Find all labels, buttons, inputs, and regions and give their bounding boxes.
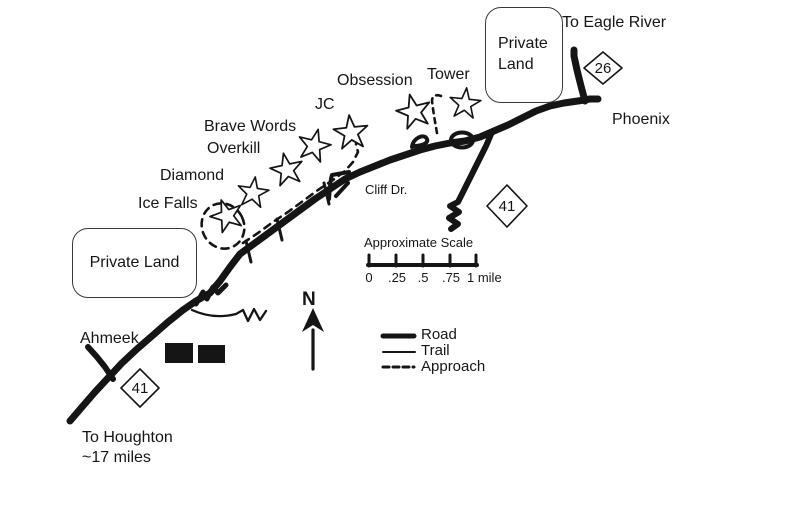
legend-approach-label: Approach bbox=[421, 358, 486, 375]
scale-tick-0: 0 bbox=[365, 270, 373, 285]
legend-trail-label: Trail bbox=[421, 342, 450, 359]
phoenix-loop bbox=[449, 130, 475, 150]
road-squiggle bbox=[193, 282, 229, 307]
ahmeek-spur-road bbox=[85, 344, 116, 382]
building-1 bbox=[165, 343, 193, 363]
private-land-east-line2: Land bbox=[498, 56, 534, 73]
label-phoenix: Phoenix bbox=[612, 111, 670, 128]
scale-tick-25: .25 bbox=[387, 270, 407, 285]
scale-tick-50: .5 bbox=[417, 270, 429, 285]
approach-obsession bbox=[430, 93, 443, 135]
crag-label-jc: JC bbox=[315, 96, 335, 113]
north-arrow-head bbox=[302, 308, 324, 332]
star-obsession bbox=[395, 93, 431, 130]
private-land-east-label: Private Land bbox=[498, 33, 548, 75]
scale-title: Approximate Scale bbox=[364, 235, 474, 250]
eagle-river-road bbox=[570, 46, 589, 105]
label-cliff-dr: Cliff Dr. bbox=[365, 182, 408, 197]
crag-label-tower: Tower bbox=[427, 66, 470, 83]
scale-tick-75: .75 bbox=[441, 270, 461, 285]
label-to-eagle-river: To Eagle River bbox=[562, 14, 667, 31]
private-land-east-line1: Private bbox=[498, 35, 548, 52]
shield-diamond-26 bbox=[583, 51, 623, 85]
star-diamond bbox=[237, 176, 270, 209]
scale-tick-1mile: 1 mile bbox=[467, 270, 502, 285]
label-ahmeek: Ahmeek bbox=[80, 330, 139, 347]
star-brave-words bbox=[298, 128, 332, 163]
star-ice-falls bbox=[209, 199, 243, 234]
road-tick-2 bbox=[275, 217, 284, 242]
star-jc bbox=[332, 114, 369, 150]
star-overkill bbox=[269, 152, 303, 187]
legend-road-label: Road bbox=[421, 326, 457, 343]
shield-diamond-41-east bbox=[486, 184, 528, 228]
shield-41-east-number: 41 bbox=[498, 198, 516, 215]
scale-bar-ticks bbox=[367, 253, 478, 268]
shield-diamond-41-west bbox=[120, 368, 160, 408]
phoenix-squiggle bbox=[410, 134, 430, 149]
crag-label-obsession: Obsession bbox=[337, 72, 413, 89]
shield-41-west-number: 41 bbox=[131, 380, 149, 397]
cliff-dr-branch-stroke bbox=[334, 181, 350, 198]
star-tower bbox=[449, 87, 482, 119]
private-land-box-east: Private Land bbox=[485, 7, 563, 103]
crag-label-overkill: Overkill bbox=[207, 140, 261, 157]
crag-label-brave-words: Brave Words bbox=[204, 118, 297, 135]
shield-26-number: 26 bbox=[594, 60, 612, 77]
label-to-houghton: To Houghton ~17 miles bbox=[82, 428, 173, 468]
private-land-box-west: Private Land bbox=[72, 228, 197, 298]
label-to-houghton-line2: ~17 miles bbox=[82, 449, 151, 466]
private-land-west-label: Private Land bbox=[89, 254, 180, 271]
us41-branch-road bbox=[446, 129, 495, 232]
north-label: N bbox=[302, 289, 316, 310]
crag-label-diamond: Diamond bbox=[160, 167, 225, 184]
building-2 bbox=[198, 345, 225, 363]
road-tick-1 bbox=[244, 239, 253, 264]
junction-trail bbox=[190, 307, 268, 323]
approach-main bbox=[241, 142, 360, 245]
approach-icefalls-loop bbox=[200, 202, 246, 250]
label-to-houghton-line1: To Houghton bbox=[82, 429, 173, 446]
crag-label-ice-falls: Ice Falls bbox=[138, 195, 198, 212]
